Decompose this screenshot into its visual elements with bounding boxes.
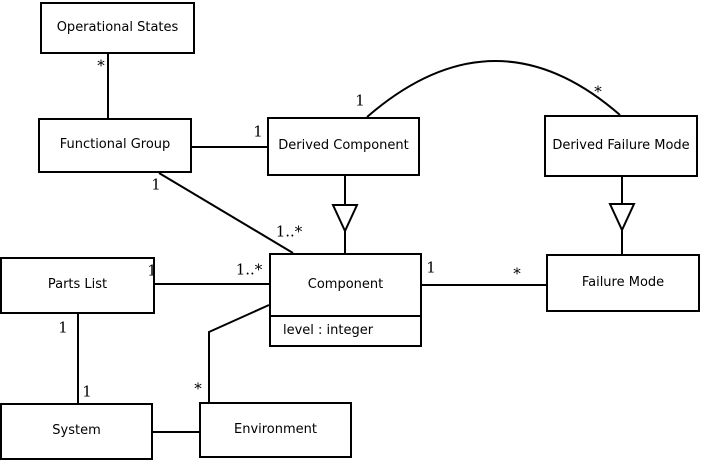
edge-derived-failure-mode-failure-mode-generalization [608, 177, 636, 254]
multiplicity-comp-env-target: * [194, 379, 202, 398]
multiplicity-fg-dc-target: 1 [253, 122, 263, 141]
class-name-compartment: Component [271, 255, 420, 317]
multiplicity-comp-fm-target: * [513, 264, 521, 283]
class-name-label: Component [307, 276, 384, 292]
multiplicity-pl-sys-target: 1 [82, 382, 92, 401]
class-name-label: Operational States [56, 19, 179, 35]
multiplicity-dc-dfm-source: 1 [355, 91, 365, 110]
class-attribute-compartment: level : integer [271, 317, 420, 345]
class-name-label: Environment [233, 421, 317, 437]
multiplicity-os-fg-source: * [97, 56, 105, 75]
class-environment: Environment [199, 402, 352, 458]
class-parts-list: Parts List [0, 257, 155, 314]
multiplicity-fg-comp-target: 1..* [275, 222, 303, 241]
multiplicity-fg-comp-source: 1 [151, 175, 161, 194]
multiplicity-pl-sys-source: 1 [58, 318, 68, 337]
class-derived-failure-mode: Derived Failure Mode [544, 115, 698, 177]
class-component: Component level : integer [269, 253, 422, 347]
class-name-label: Derived Component [278, 138, 409, 154]
edge-component-environment [208, 304, 270, 402]
class-attribute-label: level : integer [283, 322, 374, 338]
multiplicity-pl-comp-target: 1..* [235, 260, 263, 279]
class-derived-component: Derived Component [267, 117, 420, 176]
class-name-label: Functional Group [59, 137, 171, 153]
generalization-triangle-icon [331, 204, 359, 234]
edge-derived-component-component-generalization [331, 176, 359, 253]
class-name-label: System [52, 423, 101, 439]
class-system: System [0, 403, 153, 460]
generalization-triangle-icon [608, 203, 636, 233]
class-name-label: Derived Failure Mode [552, 137, 690, 153]
class-functional-group: Functional Group [38, 118, 192, 173]
class-failure-mode: Failure Mode [546, 254, 700, 312]
class-name-label: Failure Mode [581, 274, 665, 290]
multiplicity-comp-fm-source: 1 [426, 258, 436, 277]
class-name-label: Parts List [47, 277, 108, 293]
edge-derived-component-derived-failure-mode-arc [366, 60, 621, 118]
multiplicity-pl-comp-source: 1 [147, 261, 157, 280]
class-operational-states: Operational States [40, 2, 195, 54]
edge-functional-group-component [158, 172, 294, 254]
multiplicity-dc-dfm-target: * [594, 82, 602, 101]
